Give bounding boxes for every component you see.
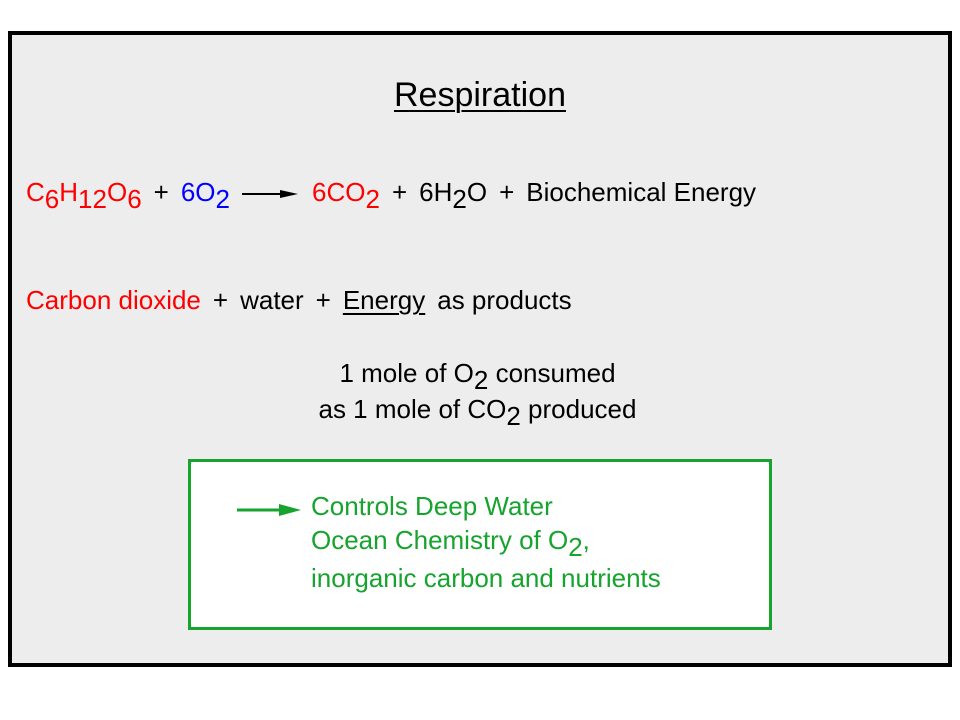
water-formula: 6H2O	[419, 177, 488, 212]
glucose-h-count: 12	[78, 184, 107, 214]
plus-sign: +	[212, 285, 229, 315]
plus-sign: +	[499, 177, 515, 207]
oxygen-coef: 6O	[180, 177, 216, 207]
glucose-formula: C6H12O6	[26, 177, 142, 212]
co2-formula: 6CO2	[312, 177, 380, 212]
callout-line-3: inorganic carbon and nutrients	[311, 563, 661, 593]
water-h: 6H	[419, 177, 453, 207]
products-line: Carbon dioxide + water + Energy as products	[26, 285, 572, 315]
callout-line-2-text: Ocean Chemistry of O	[311, 525, 569, 555]
glucose-o: O	[106, 177, 128, 207]
water-h-count: 2	[452, 184, 467, 214]
plus-sign: +	[391, 177, 408, 207]
glucose-c: C	[26, 177, 45, 207]
callout-box: Controls Deep Water Ocean Chemistry of O…	[188, 459, 772, 630]
note-line-2-text: as 1 mole of CO	[318, 394, 507, 424]
glucose-c-count: 6	[44, 184, 60, 214]
energy-label: Energy	[342, 285, 426, 315]
water-o: O	[466, 177, 488, 207]
carbon-dioxide-label: Carbon dioxide	[26, 285, 201, 315]
water-label: water	[240, 285, 304, 315]
reaction-arrow-icon	[242, 190, 298, 199]
callout-arrow-icon	[237, 504, 301, 516]
products-suffix: as products	[437, 285, 572, 315]
callout-line-2-subscript: 2	[568, 532, 583, 562]
oxygen-formula: 6O2	[180, 177, 230, 212]
note-line-1-text: 1 mole of O	[339, 358, 474, 388]
glucose-o-count: 6	[127, 184, 142, 214]
plus-sign: +	[153, 177, 169, 207]
note-line-2-suffix: produced	[520, 394, 637, 424]
co2-count: 2	[365, 184, 380, 214]
callout-line-1: Controls Deep Water	[311, 491, 553, 521]
note-line-1-subscript: 2	[473, 365, 489, 395]
note-line-1: 1 mole of O2 consumed	[7, 355, 948, 393]
slide-title-text: Respiration	[394, 76, 566, 114]
co2-coef: 6CO	[312, 177, 366, 207]
note-line-2: as 1 mole of CO2 produced	[7, 391, 948, 429]
biochemical-energy: Biochemical Energy	[526, 177, 757, 207]
callout-line-2: Ocean Chemistry of O2,	[311, 523, 590, 560]
note-line-1-suffix: consumed	[488, 358, 616, 388]
note-line-2-subscript: 2	[506, 401, 521, 431]
slide-title: Respiration	[12, 75, 948, 115]
oxygen-count: 2	[215, 184, 230, 214]
plus-sign: +	[315, 285, 331, 315]
callout-line-2-suffix: ,	[582, 525, 590, 555]
glucose-h: H	[59, 177, 79, 207]
